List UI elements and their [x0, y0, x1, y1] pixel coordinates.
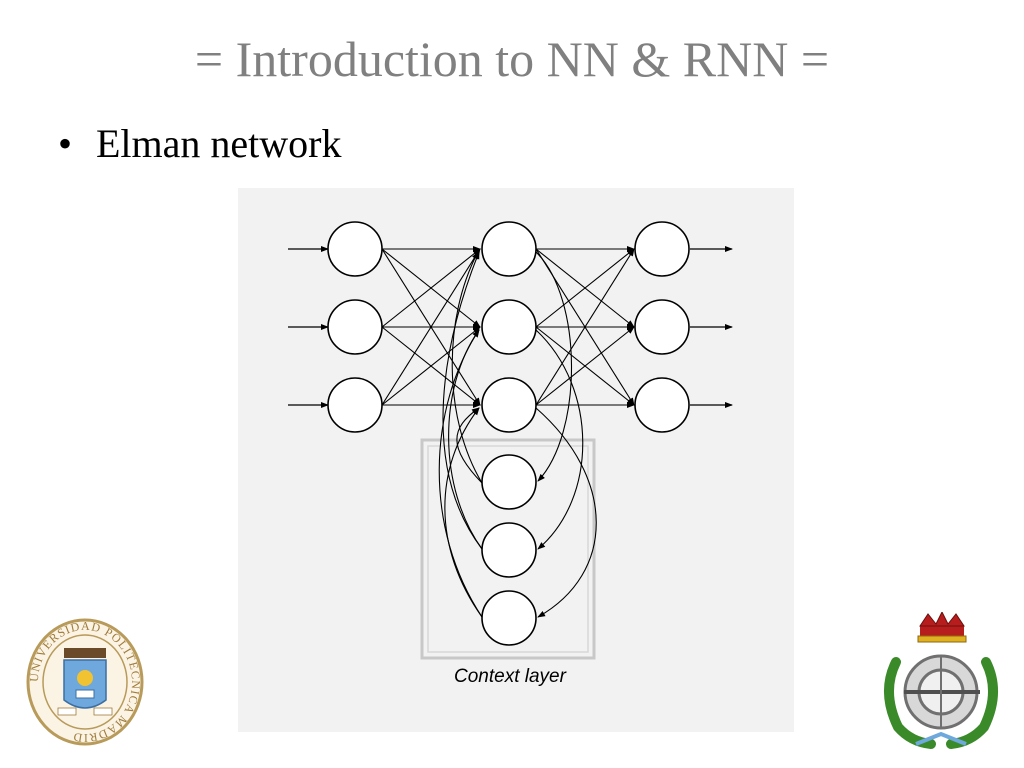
output-node: [634, 299, 690, 355]
slide-title: = Introduction to NN & RNN =: [194, 31, 830, 87]
hidden-context-connections: [535, 251, 597, 618]
context-layer-label: Context layer: [454, 666, 566, 687]
universidad-politecnica-madrid-logo: UNIVERSIDAD POLITECNICA MADRID: [26, 618, 144, 746]
context-node: [481, 522, 537, 578]
hidden-node: [481, 377, 537, 433]
input-arrows: [288, 246, 329, 408]
hidden-node: [481, 299, 537, 355]
output-arrows: [690, 246, 733, 408]
context-node: [481, 590, 537, 646]
faculty-crest-logo: [876, 610, 1006, 754]
output-node: [634, 221, 690, 277]
hidden-node: [481, 221, 537, 277]
elman-network-diagram: Context layer: [238, 188, 794, 732]
context-layer-box: [420, 438, 596, 660]
bullet-item: • Elman network: [58, 120, 342, 167]
context-node: [481, 454, 537, 510]
bullet-text: Elman network: [96, 121, 342, 166]
input-node: [327, 221, 383, 277]
hidden-output-connections: [535, 246, 635, 408]
bullet-marker: •: [58, 121, 73, 166]
input-node: [327, 299, 383, 355]
context-hidden-connections: [438, 251, 483, 618]
context-layer-box-inner: [427, 445, 589, 653]
output-node: [634, 377, 690, 433]
network-svg: [288, 221, 733, 660]
input-node: [327, 377, 383, 433]
input-hidden-connections: [381, 246, 481, 408]
